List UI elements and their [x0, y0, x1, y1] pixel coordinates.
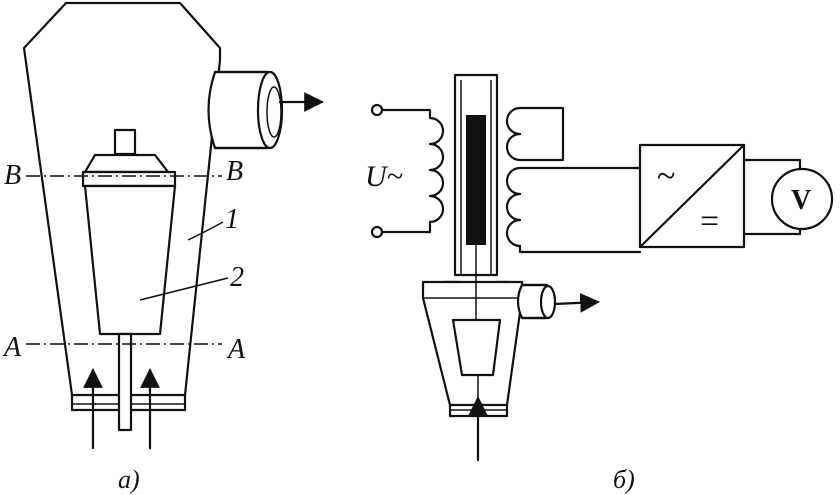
- section-label-a-left: A: [2, 332, 22, 363]
- ferromagnetic-core: [466, 115, 486, 245]
- float-b: [451, 318, 502, 377]
- tube-housing: [22, 1, 222, 397]
- outlet-flow-arrow-b: [553, 292, 600, 313]
- section-label-b-right: B: [226, 156, 243, 187]
- primary-coil: [428, 116, 445, 224]
- section-label-b-left: B: [4, 160, 21, 191]
- secondary-wire-3: [518, 244, 642, 254]
- primary-lead-bottom: [380, 220, 432, 234]
- voltmeter: [770, 167, 834, 231]
- secondary-coil: [505, 106, 522, 248]
- section-label-a-right: A: [226, 334, 246, 365]
- converter-dc-symbol: =: [700, 203, 719, 240]
- outlet-pipe-a: [207, 70, 284, 150]
- terminal-bottom: [370, 225, 384, 239]
- converter-ac-symbol: ~: [657, 158, 675, 195]
- voltage-label: U~: [365, 160, 403, 193]
- caption-a: а): [118, 465, 140, 494]
- primary-lead-top: [380, 108, 432, 120]
- voltmeter-wire-top: [742, 158, 802, 172]
- secondary-wire-1: [518, 106, 565, 162]
- float-2: [81, 128, 177, 432]
- leader-float-2: [139, 277, 229, 301]
- voltmeter-symbol: V: [791, 185, 811, 216]
- voltmeter-wire-bottom: [742, 226, 802, 236]
- leader-tube-1: [187, 221, 224, 241]
- induction-transmitter-figure-b: ~ = V U~ б): [365, 73, 834, 494]
- rotameter-figure-a: B B A A 1 2 а): [2, 1, 324, 494]
- converter-diagonal: [638, 143, 746, 249]
- float-number-label: 2: [230, 262, 244, 293]
- outlet-pipe-b: [516, 283, 557, 320]
- terminal-top: [370, 103, 384, 117]
- tube-number-label: 1: [225, 204, 239, 235]
- caption-b: б): [613, 465, 635, 494]
